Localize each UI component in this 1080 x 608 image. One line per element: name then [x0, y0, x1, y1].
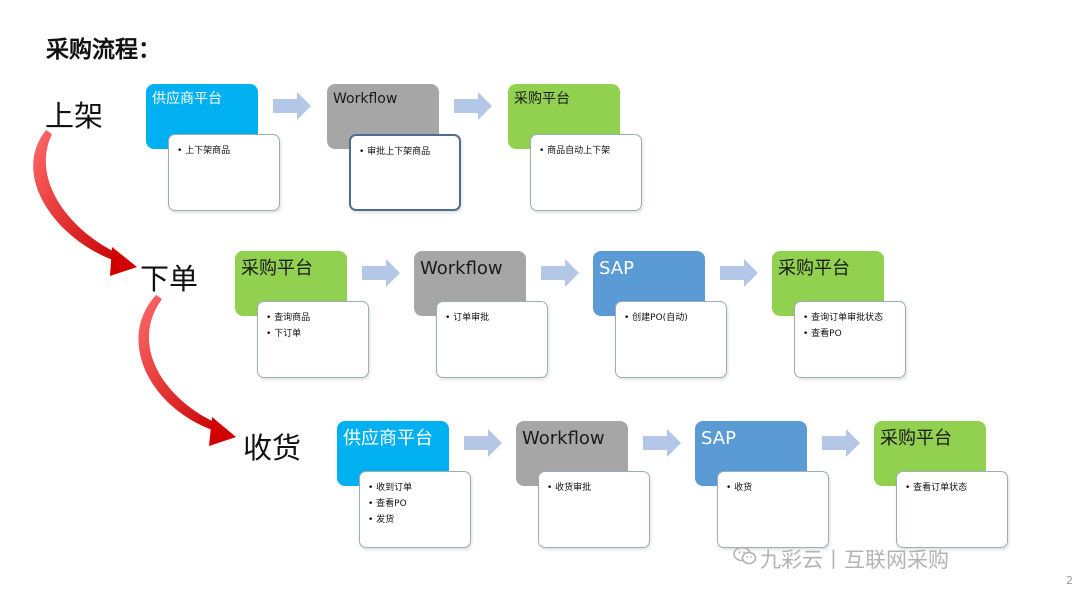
page-title: 采购流程：: [46, 37, 161, 63]
right-block-arrow-icon: [273, 92, 311, 120]
right-block-arrow-icon: [822, 429, 860, 457]
watermark: 九彩云丨互联网采购: [760, 548, 949, 572]
step-item: 收货: [726, 480, 822, 496]
right-block-arrow-icon: [464, 429, 502, 457]
stage-label-listing: 上架: [45, 99, 104, 133]
step-detail-card: 商品自动上下架: [530, 134, 642, 211]
step-item: 查看订单状态: [905, 480, 1001, 496]
right-block-arrow-icon: [362, 259, 400, 287]
step-item: 查看PO: [368, 496, 464, 512]
right-block-arrow-icon: [541, 259, 579, 287]
step-item: 审批上下架商品: [359, 144, 453, 160]
step-detail-card: 查询订单审批状态查看PO: [794, 301, 906, 378]
step-item: 发货: [368, 512, 464, 528]
step-item: 订单审批: [445, 310, 541, 326]
step-item: 查询商品: [266, 310, 362, 326]
page-number: 2: [1066, 574, 1073, 587]
step-item: 查看PO: [803, 326, 899, 342]
curved-red-arrow-icon: [33, 130, 137, 276]
wechat-icon: [733, 546, 757, 565]
step-item: 下订单: [266, 326, 362, 342]
right-block-arrow-icon: [720, 259, 758, 287]
stage-label-receiving: 收货: [243, 431, 302, 465]
step-detail-card: 查看订单状态: [896, 471, 1008, 548]
right-block-arrow-icon: [643, 429, 681, 457]
step-detail-card: 收货: [717, 471, 829, 548]
step-detail-card: 收货审批: [538, 471, 650, 548]
step-detail-card: 订单审批: [436, 301, 548, 378]
step-item: 商品自动上下架: [539, 143, 635, 159]
step-detail-card: 审批上下架商品: [349, 134, 461, 211]
curved-red-arrow-icon: [138, 295, 236, 446]
step-item: 上下架商品: [177, 143, 273, 159]
right-block-arrow-icon: [454, 92, 492, 120]
step-detail-card: 收到订单查看PO发货: [359, 471, 471, 548]
step-detail-card: 查询商品下订单: [257, 301, 369, 378]
step-detail-card: 上下架商品: [168, 134, 280, 211]
stage-label-order: 下单: [140, 262, 199, 296]
step-item: 创建PO(自动): [624, 310, 720, 326]
step-item: 收到订单: [368, 480, 464, 496]
step-item: 收货审批: [547, 480, 643, 496]
step-detail-card: 创建PO(自动): [615, 301, 727, 378]
step-item: 查询订单审批状态: [803, 310, 899, 326]
